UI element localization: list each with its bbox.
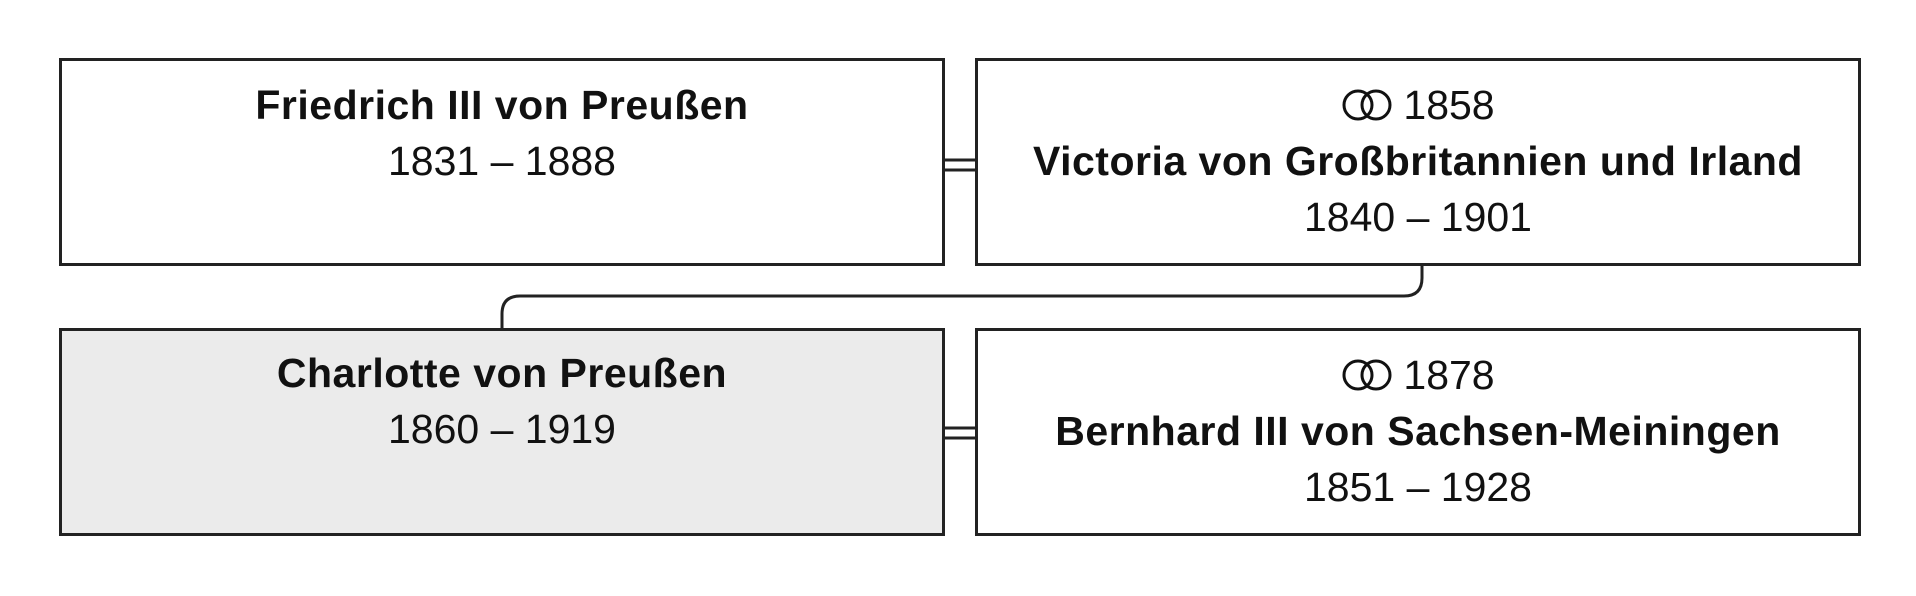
wedding-rings-icon — [1342, 89, 1392, 121]
marriage-link-gen2 — [944, 426, 976, 440]
person-dates: 1831 – 1888 — [387, 138, 616, 184]
wedding-rings-icon — [1342, 359, 1392, 391]
person-box-friedrich[interactable]: Friedrich III von Preußen 1831 – 1888 — [59, 58, 945, 266]
person-box-charlotte[interactable]: Charlotte von Preußen 1860 – 1919 — [59, 328, 945, 536]
spouse-name: Victoria von Großbritannien und Irland — [1033, 138, 1803, 184]
spouse-dates: 1851 – 1928 — [1303, 464, 1532, 510]
marriage-year: 1858 — [1403, 82, 1495, 128]
person-name: Charlotte von Preußen — [276, 350, 728, 396]
marriage-info: 1878 — [1341, 347, 1495, 403]
spouse-dates: 1840 – 1901 — [1303, 194, 1532, 240]
marriage-link-gen1 — [944, 158, 976, 172]
spouse-box-victoria[interactable]: 1858 Victoria von Großbritannien und Irl… — [975, 58, 1861, 266]
parent-child-link — [500, 266, 1424, 330]
person-name: Friedrich III von Preußen — [255, 82, 749, 128]
spouse-box-bernhard[interactable]: 1878 Bernhard III von Sachsen-Meiningen … — [975, 328, 1861, 536]
marriage-info: 1858 — [1341, 77, 1495, 133]
person-dates: 1860 – 1919 — [387, 406, 616, 452]
spouse-name: Bernhard III von Sachsen-Meiningen — [1055, 408, 1781, 454]
marriage-year: 1878 — [1403, 352, 1495, 398]
